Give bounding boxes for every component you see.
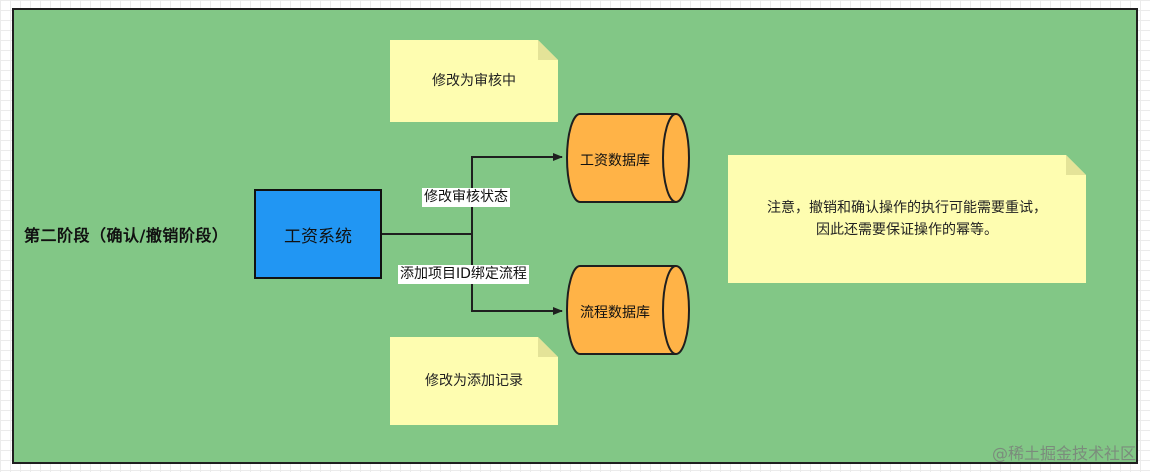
stage-title: 第二阶段（确认/撤销阶段） xyxy=(24,226,229,245)
note-bottom: 修改为添加记录 xyxy=(390,337,558,425)
edge-label-bind-process: 添加项目ID绑定流程 xyxy=(398,265,529,284)
salary-database-label: 工资数据库 xyxy=(580,153,650,169)
watermark: @稀土掘金技术社区 xyxy=(991,444,1136,463)
salary-system-label: 工资系统 xyxy=(284,226,352,247)
process-database-cylinder xyxy=(566,265,690,355)
note-bottom-text: 修改为添加记录 xyxy=(425,373,523,389)
salary-system-node[interactable]: 工资系统 xyxy=(254,189,382,279)
connector-to-process-db xyxy=(471,234,563,315)
note-top-text: 修改为审核中 xyxy=(432,73,516,89)
note-line-1: 注意，撤销和确认操作的执行可能需要重试， xyxy=(767,200,1047,216)
edge-label-audit-status: 修改审核状态 xyxy=(422,188,510,207)
salary-database-cylinder xyxy=(566,113,690,203)
note-idempotency: 注意，撤销和确认操作的执行可能需要重试， 因此还需要保证操作的幂等。 xyxy=(728,155,1086,283)
note-line-2: 因此还需要保证操作的幂等。 xyxy=(816,222,998,238)
note-idempotency-text: 注意，撤销和确认操作的执行可能需要重试， 因此还需要保证操作的幂等。 xyxy=(767,197,1047,241)
note-top: 修改为审核中 xyxy=(390,40,558,122)
connector-to-salary-db xyxy=(471,153,563,234)
process-database-label: 流程数据库 xyxy=(580,305,650,321)
